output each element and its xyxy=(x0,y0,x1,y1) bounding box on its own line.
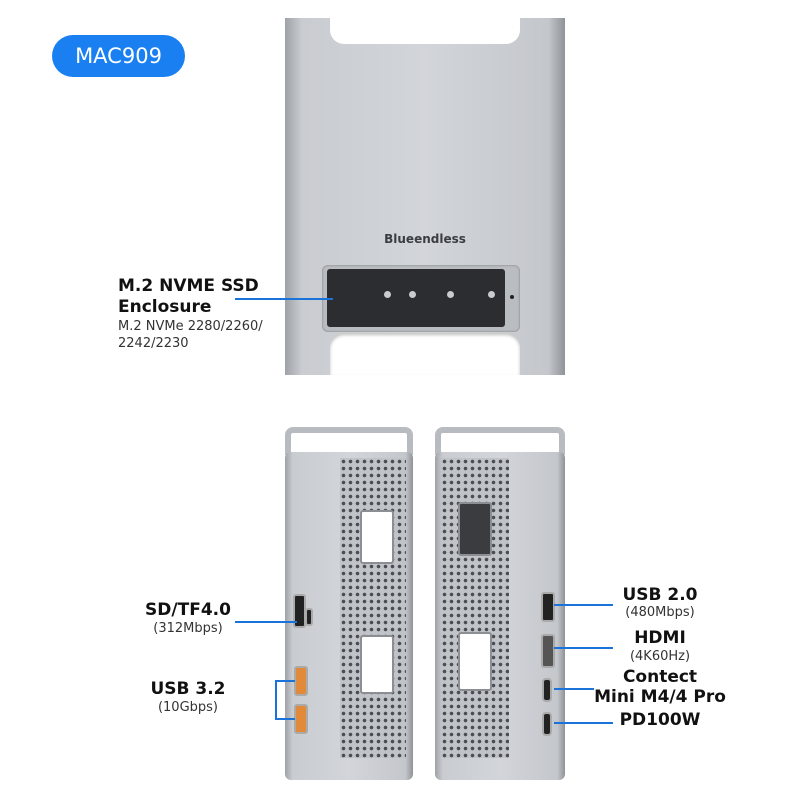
screw-icon xyxy=(488,291,495,298)
screw-icon xyxy=(409,291,416,298)
right-handle xyxy=(435,427,565,455)
ssd-title-1: M.2 NVME SSD xyxy=(118,276,259,296)
led-indicator xyxy=(510,295,514,299)
pd-title: PD100W xyxy=(619,710,701,730)
tf-slot xyxy=(305,608,313,626)
sd-title: SD/TF4.0 xyxy=(145,600,231,620)
hdmi-port xyxy=(541,634,555,668)
screw-icon xyxy=(384,291,391,298)
contect-title: Contect xyxy=(622,667,698,687)
model-badge: MAC909 xyxy=(52,35,185,77)
hdmi-title: HDMI xyxy=(634,628,686,648)
vent-mesh xyxy=(340,458,406,758)
contect-callout-line xyxy=(554,688,594,690)
usb32-bracket xyxy=(275,680,277,719)
ssd-callout-line xyxy=(235,298,333,300)
ssd-title-2: Enclosure xyxy=(118,297,212,317)
usb32-callout-line xyxy=(275,718,295,720)
pd-callout-line xyxy=(554,722,613,724)
usb-c-port xyxy=(542,712,552,736)
usb2-port xyxy=(541,592,555,622)
usb-a-port xyxy=(294,704,308,734)
sd-callout-line xyxy=(235,621,297,623)
contect-spec: Mini M4/4 Pro xyxy=(594,687,726,707)
usb2-callout-line xyxy=(554,604,613,606)
leg-cutout xyxy=(330,333,520,375)
vent-cutout xyxy=(458,632,492,691)
usb32-spec: (10Gbps) xyxy=(157,700,219,715)
ssd-window xyxy=(327,269,505,327)
usb32-title: USB 3.2 xyxy=(150,679,226,699)
brand-logo: Blueendless xyxy=(384,232,466,246)
left-handle xyxy=(285,427,413,455)
vent-cutout xyxy=(360,510,394,564)
usb2-spec: (480Mbps) xyxy=(625,605,695,620)
usb-a-port xyxy=(294,666,308,696)
sd-spec: (312Mbps) xyxy=(153,621,223,636)
top-notch xyxy=(330,18,520,44)
screw-icon xyxy=(447,291,454,298)
ssd-spec-1: M.2 NVMe 2280/2260/ xyxy=(118,319,263,334)
usb2-title: USB 2.0 xyxy=(622,585,698,605)
usb-c-port xyxy=(542,678,552,702)
hdmi-callout-line xyxy=(554,647,613,649)
vent-cutout xyxy=(360,635,394,694)
hdmi-spec: (4K60Hz) xyxy=(629,649,691,664)
ssd-spec-2: 2242/2230 xyxy=(118,336,189,351)
vent-cutout xyxy=(458,502,492,556)
usb32-callout-line xyxy=(275,680,295,682)
